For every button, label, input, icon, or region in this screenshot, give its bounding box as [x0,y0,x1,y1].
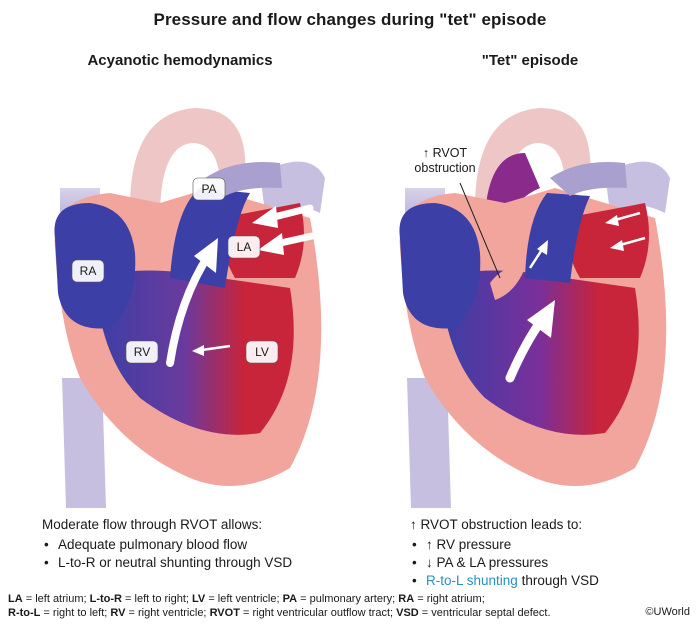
list-item: Adequate pulmonary blood flow [42,536,362,554]
list-item: ↓ PA & LA pressures [410,554,700,572]
arrow-vsd-flow-head [192,345,204,356]
list-item: ↑ RV pressure [410,536,700,554]
right-panel-title: "Tet" episode [481,52,579,69]
bullet-text: RV pressure [436,537,512,552]
inferior-vena-cava [62,378,106,508]
label-box-pa [192,177,226,201]
arrow-la-inflow-1-head [605,215,619,226]
arrow-r-to-l-shunt-head [527,300,555,338]
abbr-term: VSD [396,607,419,619]
pulmonary-artery [525,193,590,283]
label-pa: PA [201,182,216,196]
copyright-notice: ©UWorld [645,606,690,618]
abbr-definition: = pulmonary artery; [297,593,399,605]
abbr-term: L-to-R [89,593,122,605]
abbr-term: RA [398,593,415,605]
label-box-ra [71,259,105,283]
right-atrium [399,203,481,329]
ventricles [95,270,294,435]
arrow-vsd-flow [201,344,231,352]
annotation-line-1: ↑ RVOT [422,146,468,160]
annotation-pointer [459,182,501,279]
left-caption-heading: Moderate flow through RVOT allows: [42,517,263,532]
label-lv: LV [255,345,269,359]
bullet-text: through VSD [517,573,599,588]
highlighted-term: R-to-L shunting [426,573,518,588]
left-caption-list: Adequate pulmonary blood flow L-to-R or … [42,536,362,572]
label-rv: RV [134,345,150,359]
right-caption-heading: ↑ RVOT obstruction leads to: [410,517,583,532]
figure-title: Pressure and flow changes during "tet" e… [153,10,547,29]
label-box-la [227,235,261,259]
arrow-rvot-flow-head [194,238,218,273]
arrow-la-inflow-2-head [610,240,624,251]
label-la: LA [237,240,252,254]
abbreviation-footer: LA = left atrium; L-to-R = left to right… [8,592,618,620]
footer-line-2: R-to-L = right to left; RV = right ventr… [8,606,618,620]
list-item: L-to-R or neutral shunting through VSD [42,554,362,572]
rvot-obstruction-annotation: ↑ RVOT obstruction [390,146,500,176]
arrow-rvot-flow-head [537,240,548,255]
heart-diagram-acyanotic: RA PA LA RV LV [54,108,325,508]
arrow-la-inflow-2 [619,236,646,247]
label-box-lv [245,340,279,364]
left-atrium [565,203,649,278]
annotation-line-2: obstruction [414,161,476,175]
arrow-la-inflow-1 [614,211,641,222]
abbr-term: RVOT [209,607,240,619]
arrow-la-inflow-1-head [252,206,278,228]
abbr-definition: = left ventricle; [205,593,283,605]
abbr-term: R-to-L [8,607,41,619]
abbr-definition: = left to right; [122,593,193,605]
label-ra: RA [80,264,97,278]
inferior-vena-cava [407,378,451,508]
abbr-definition: = ventricular septal defect. [418,607,551,619]
label-box-rv [125,340,159,364]
abbr-term: RV [110,607,126,619]
aorta [130,108,246,218]
right-caption: ↑ RVOT obstruction leads to: ↑ RV pressu… [410,516,700,590]
abbr-term: PA [282,593,298,605]
abbr-term: LV [192,593,206,605]
pulmonary-artery [170,188,250,288]
left-atrium [220,203,304,278]
abbr-definition: = right atrium; [414,593,485,605]
abbr-term: LA [8,593,23,605]
left-caption: Moderate flow through RVOT allows: Adequ… [42,516,362,572]
ventricles [440,270,639,435]
down-arrow-symbol: ↓ [426,555,433,570]
left-panel-title: Acyanotic hemodynamics [87,52,273,69]
arrow-rvot-flow [528,247,545,269]
pa-branches [550,162,627,196]
bullet-text: PA & LA pressures [436,555,549,570]
right-caption-list: ↑ RV pressure ↓ PA & LA pressures R-to-L… [410,536,700,590]
abbr-definition: = right ventricular outflow tract; [239,607,397,619]
abbr-definition: = left atrium; [22,593,90,605]
footer-line-1: LA = left atrium; L-to-R = left to right… [8,592,618,606]
up-arrow-symbol: ↑ [426,537,433,552]
abbr-definition: = right to left; [40,607,111,619]
heart-diagram-tet-episode [399,108,670,508]
abbr-definition: = right ventricle; [125,607,210,619]
arrow-la-inflow-2-head [258,233,284,255]
list-item: R-to-L shunting through VSD [410,572,700,590]
